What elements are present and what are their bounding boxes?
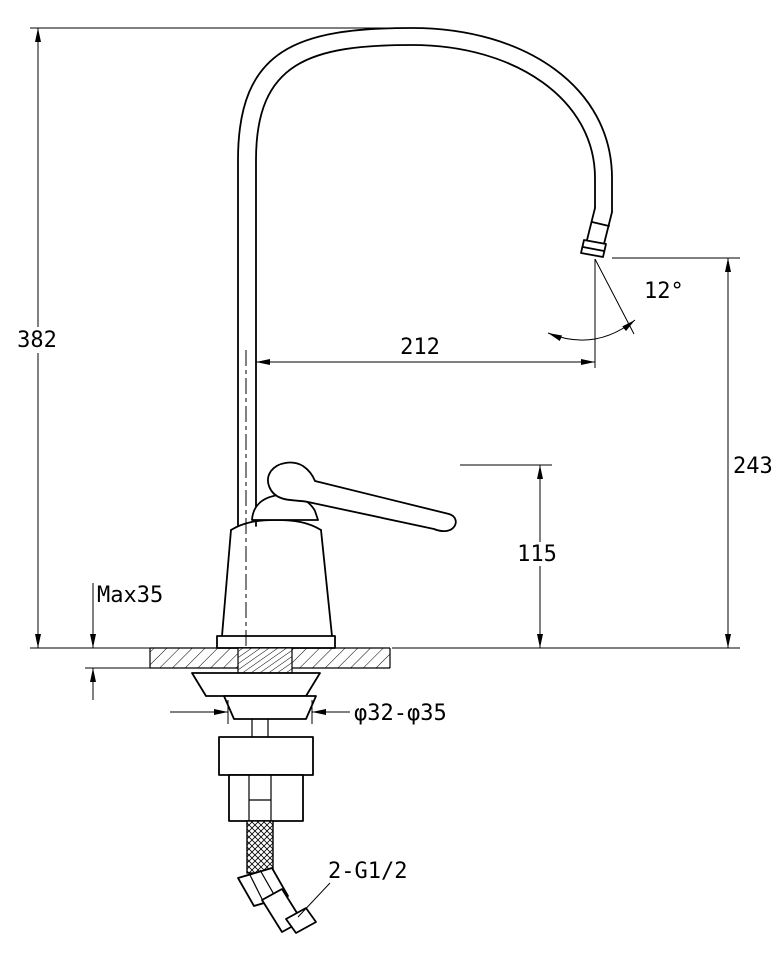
hose-fitting	[237, 867, 317, 934]
dim-spout-angle: 12°	[547, 258, 684, 342]
mounting-hardware	[191, 672, 321, 822]
inlet-connection-label: 2-G1/2	[328, 859, 407, 884]
dim-outlet-height: 243	[392, 257, 773, 649]
dim-max-thickness: Max35	[85, 583, 163, 700]
supply-hose	[246, 820, 274, 874]
spout-reach-label: 212	[400, 335, 440, 360]
dim-hole-diameter: φ32-φ35	[170, 700, 447, 726]
spout-angle-label: 12°	[644, 279, 684, 304]
faucet-body	[216, 519, 336, 649]
overall-height-label: 382	[17, 328, 57, 353]
faucet-spout	[237, 27, 613, 527]
dim-body-height: 115	[460, 464, 559, 648]
label-connection: 2-G1/2	[297, 859, 407, 918]
countertop-section	[149, 647, 391, 674]
body-height-label: 115	[517, 542, 557, 567]
max-thickness-label: Max35	[97, 583, 163, 608]
outlet-height-label: 243	[733, 454, 773, 479]
dim-overall-height: 382	[14, 27, 412, 649]
dim-spout-reach: 212	[256, 259, 596, 368]
hole-diameter-label: φ32-φ35	[354, 701, 447, 726]
faucet-handle	[251, 461, 457, 533]
